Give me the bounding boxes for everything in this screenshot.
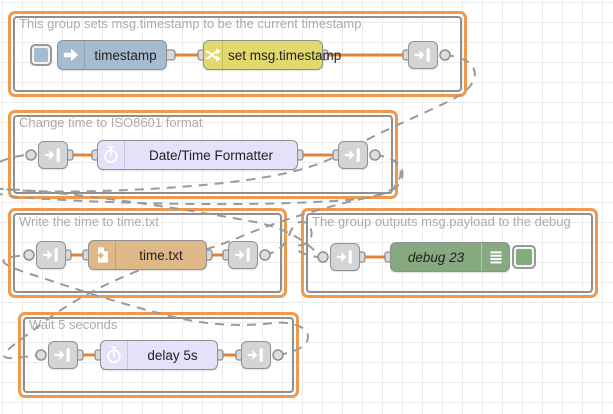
- debug-list-icon: [481, 243, 509, 271]
- group-inner-border: [13, 115, 393, 194]
- link-port[interactable]: [369, 149, 381, 161]
- group-label-set-timestamp: This group sets msg.timestamp to be the …: [19, 16, 362, 31]
- link-wire[interactable]: [264, 220, 320, 258]
- link-wire[interactable]: [0, 54, 476, 193]
- change-node-set-msg-timestamp[interactable]: set msg.timestamp: [203, 40, 341, 70]
- link-out-icon: [234, 248, 250, 262]
- link-port[interactable]: [272, 349, 284, 361]
- file-node-time-txt[interactable]: time.txt: [88, 240, 207, 270]
- link-out-node[interactable]: [408, 41, 438, 69]
- inject-trigger-button[interactable]: [30, 44, 52, 66]
- link-in-node[interactable]: [330, 243, 360, 271]
- node-label: delay 5s: [147, 347, 198, 363]
- node-label: debug 23: [407, 249, 465, 265]
- node-label: Date/Time Formatter: [148, 147, 274, 163]
- link-out-icon: [344, 148, 360, 162]
- link-port[interactable]: [439, 49, 451, 61]
- link-wire[interactable]: [0, 154, 404, 256]
- datetime-formatter-node[interactable]: Date/Time Formatter: [97, 140, 298, 170]
- group-set-timestamp[interactable]: [8, 11, 467, 97]
- link-out-node[interactable]: [228, 241, 258, 269]
- group-inner-border: [13, 16, 462, 92]
- link-out-node[interactable]: [241, 341, 271, 369]
- inject-node-timestamp[interactable]: timestamp: [57, 40, 167, 70]
- link-port[interactable]: [259, 249, 271, 261]
- debug-toggle-button[interactable]: [512, 245, 536, 269]
- node-label: time.txt: [139, 247, 183, 263]
- link-in-node[interactable]: [36, 241, 66, 269]
- link-in-icon: [42, 248, 58, 262]
- group-label-wait-5s: Wait 5 seconds: [29, 317, 118, 332]
- link-in-icon: [44, 148, 60, 162]
- group-inner-border: [23, 317, 294, 393]
- node-label: timestamp: [94, 47, 157, 63]
- node-label: set msg.timestamp: [228, 47, 342, 63]
- link-wire[interactable]: [2, 254, 310, 356]
- shuffle-icon: [204, 41, 223, 69]
- debug-toggle-button-fill: [516, 249, 532, 265]
- group-inner-border: [13, 213, 282, 293]
- file-out-icon: [89, 241, 116, 269]
- group-label-iso8601: Change time to ISO8601 format: [19, 115, 203, 130]
- inject-trigger-button-fill: [34, 48, 48, 62]
- link-in-node[interactable]: [38, 141, 68, 169]
- group-write-file[interactable]: [8, 208, 287, 298]
- group-label-debug-output: The group outputs msg.payload to the deb…: [312, 214, 571, 229]
- link-out-icon: [414, 48, 430, 62]
- link-port[interactable]: [317, 251, 329, 263]
- group-inner-border: [306, 213, 593, 293]
- debug-node[interactable]: debug 23: [390, 242, 510, 272]
- timer-icon: [98, 141, 125, 169]
- link-port[interactable]: [23, 249, 35, 261]
- inject-arrow-icon: [58, 41, 85, 69]
- delay-node[interactable]: delay 5s: [100, 340, 218, 370]
- link-out-node[interactable]: [338, 141, 368, 169]
- timer-icon: [101, 341, 128, 369]
- link-port[interactable]: [25, 149, 37, 161]
- link-in-node[interactable]: [48, 341, 78, 369]
- group-iso8601[interactable]: [8, 110, 398, 199]
- link-in-icon: [336, 250, 352, 264]
- group-label-write-file: Write the time to time.txt: [19, 214, 159, 229]
- link-out-icon: [247, 348, 263, 362]
- link-port[interactable]: [35, 349, 47, 361]
- link-in-icon: [54, 348, 70, 362]
